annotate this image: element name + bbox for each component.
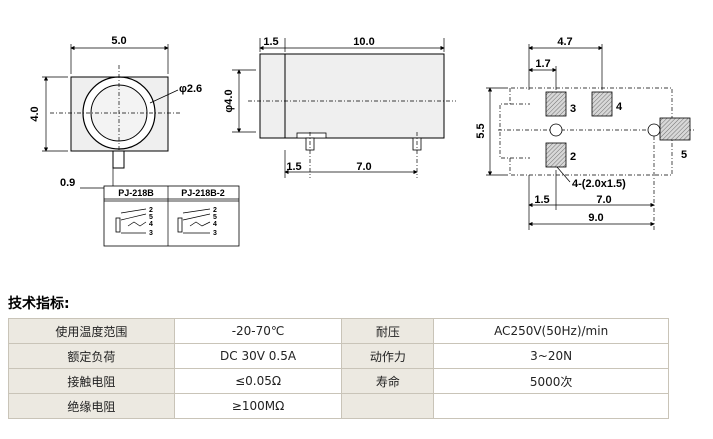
spec-label: 寿命: [341, 368, 435, 394]
schematic-title-2: PJ-218B-2: [181, 188, 225, 198]
pad-label-4: 4: [616, 101, 623, 113]
side-pin-span-label: 7.0: [356, 161, 371, 173]
pad-label-3: 3: [570, 103, 576, 115]
side-dia-label: φ4.0: [223, 89, 235, 112]
fp-offset-label: 1.7: [535, 58, 550, 70]
sch1-pin-3: 3: [149, 230, 153, 237]
spec-value: [433, 393, 669, 419]
sch1-pin-4: 4: [149, 221, 153, 228]
pad-label-2: 2: [570, 151, 576, 163]
specs-table: 使用温度范围 -20-70℃ 耐压 AC250V(50Hz)/min 额定负荷 …: [8, 318, 669, 419]
spec-label: 额定负荷: [8, 343, 175, 369]
specs-heading: 技术指标:: [8, 296, 70, 312]
spec-value: ≥100MΩ: [173, 393, 343, 419]
side-flange-label: 1.5: [263, 36, 278, 48]
sch2-pin-4: 4: [213, 221, 217, 228]
side-length-label: 10.0: [353, 36, 374, 48]
sch1-pin-5: 5: [149, 214, 153, 221]
spec-value: AC250V(50Hz)/min: [433, 318, 669, 344]
technical-drawing: 5.0 4.0 φ2.6 0.9 1.5 10.0 φ4.0: [29, 35, 694, 247]
fp-left-off-label: 1.5: [534, 194, 549, 206]
fp-span-label: 4.7: [557, 36, 572, 48]
sch1-pin-2: 2: [149, 207, 153, 214]
side-view: 1.5 10.0 φ4.0 1.5 7.0: [223, 36, 456, 178]
fp-pads-label: 4-(2.0x1.5): [572, 178, 626, 190]
front-hole-label: φ2.6: [179, 83, 202, 95]
schematic-1: 2 5 4 3: [115, 207, 153, 237]
table-row: 额定负荷 DC 30V 0.5A 动作力 3~20N: [8, 343, 669, 369]
spec-label: [341, 393, 435, 419]
table-row: 使用温度范围 -20-70℃ 耐压 AC250V(50Hz)/min: [8, 318, 669, 344]
spec-label: 动作力: [341, 343, 435, 369]
spec-value: ≤0.05Ω: [173, 368, 343, 394]
sch2-pin-3: 3: [213, 230, 217, 237]
spec-value: 5000次: [433, 368, 669, 394]
spec-label: 接触电阻: [8, 368, 175, 394]
schematic-title-1: PJ-218B: [118, 188, 154, 198]
schematic-boxes: PJ-218B PJ-218B-2 2 5 4 3 2 5 4 3: [103, 185, 240, 247]
table-row: 接触电阻 ≤0.05Ω 寿命 5000次: [8, 368, 669, 394]
front-height-label: 4.0: [29, 106, 41, 121]
pad-label-5: 5: [681, 149, 687, 161]
spec-label: 耐压: [341, 318, 435, 344]
front-width-label: 5.0: [111, 35, 126, 47]
sch2-pin-5: 5: [213, 214, 217, 221]
spec-value: 3~20N: [433, 343, 669, 369]
spec-label: 使用温度范围: [8, 318, 175, 344]
fp-height-label: 5.5: [475, 123, 487, 138]
footprint-view: 3 4 2 5 4.7 1.7 5.5 4-(2.0x1.5) 1.5 7.0 …: [475, 36, 694, 230]
fp-total-label: 9.0: [588, 212, 603, 224]
spec-label: 绝缘电阻: [8, 393, 175, 419]
front-view: 5.0 4.0 φ2.6 0.9: [29, 35, 202, 192]
sch2-pin-2: 2: [213, 207, 217, 214]
front-pin-label: 0.9: [60, 177, 75, 189]
schematic-2: 2 5 4 3: [177, 207, 217, 237]
spec-value: -20-70℃: [173, 318, 343, 344]
table-row: 绝缘电阻 ≥100MΩ: [8, 393, 669, 419]
spec-value: DC 30V 0.5A: [173, 343, 343, 369]
side-pin-offset-label: 1.5: [286, 161, 301, 173]
fp-mid-span-label: 7.0: [596, 194, 611, 206]
